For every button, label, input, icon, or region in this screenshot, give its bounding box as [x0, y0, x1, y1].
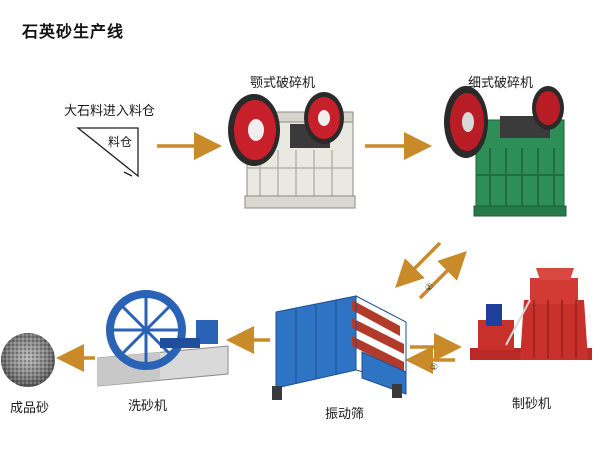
sand-washer-label: 洗砂机 [128, 399, 168, 414]
page-title: 石英砂生产线 [22, 22, 125, 41]
sand-maker-image [470, 268, 592, 360]
hopper-label: 料仓 [108, 135, 132, 149]
hopper-icon: 料仓 [76, 127, 139, 178]
finished-sand-image [1, 333, 55, 387]
hopper-caption: 大石料进入料仓 [64, 104, 156, 119]
sand-washer-image [97, 290, 229, 387]
vibrating-screen-image [272, 295, 407, 400]
finished-sand-label: 成品砂 [10, 401, 50, 416]
jaw-crusher-image [228, 92, 356, 209]
vibrating-screen-label: 振动筛 [325, 407, 365, 422]
fine-jaw-crusher-label: 细式破碎机 [468, 76, 534, 91]
fine-jaw-crusher-image [444, 86, 567, 217]
arrow-fine-to-screen-down [395, 241, 442, 288]
flow-mark-1: ① [425, 283, 433, 293]
arrow-screen-to-fine-up [418, 251, 467, 300]
flow-mark-2: ① [430, 363, 438, 373]
sand-maker-label: 制砂机 [512, 397, 552, 412]
jaw-crusher-label: 颚式破碎机 [250, 76, 316, 91]
